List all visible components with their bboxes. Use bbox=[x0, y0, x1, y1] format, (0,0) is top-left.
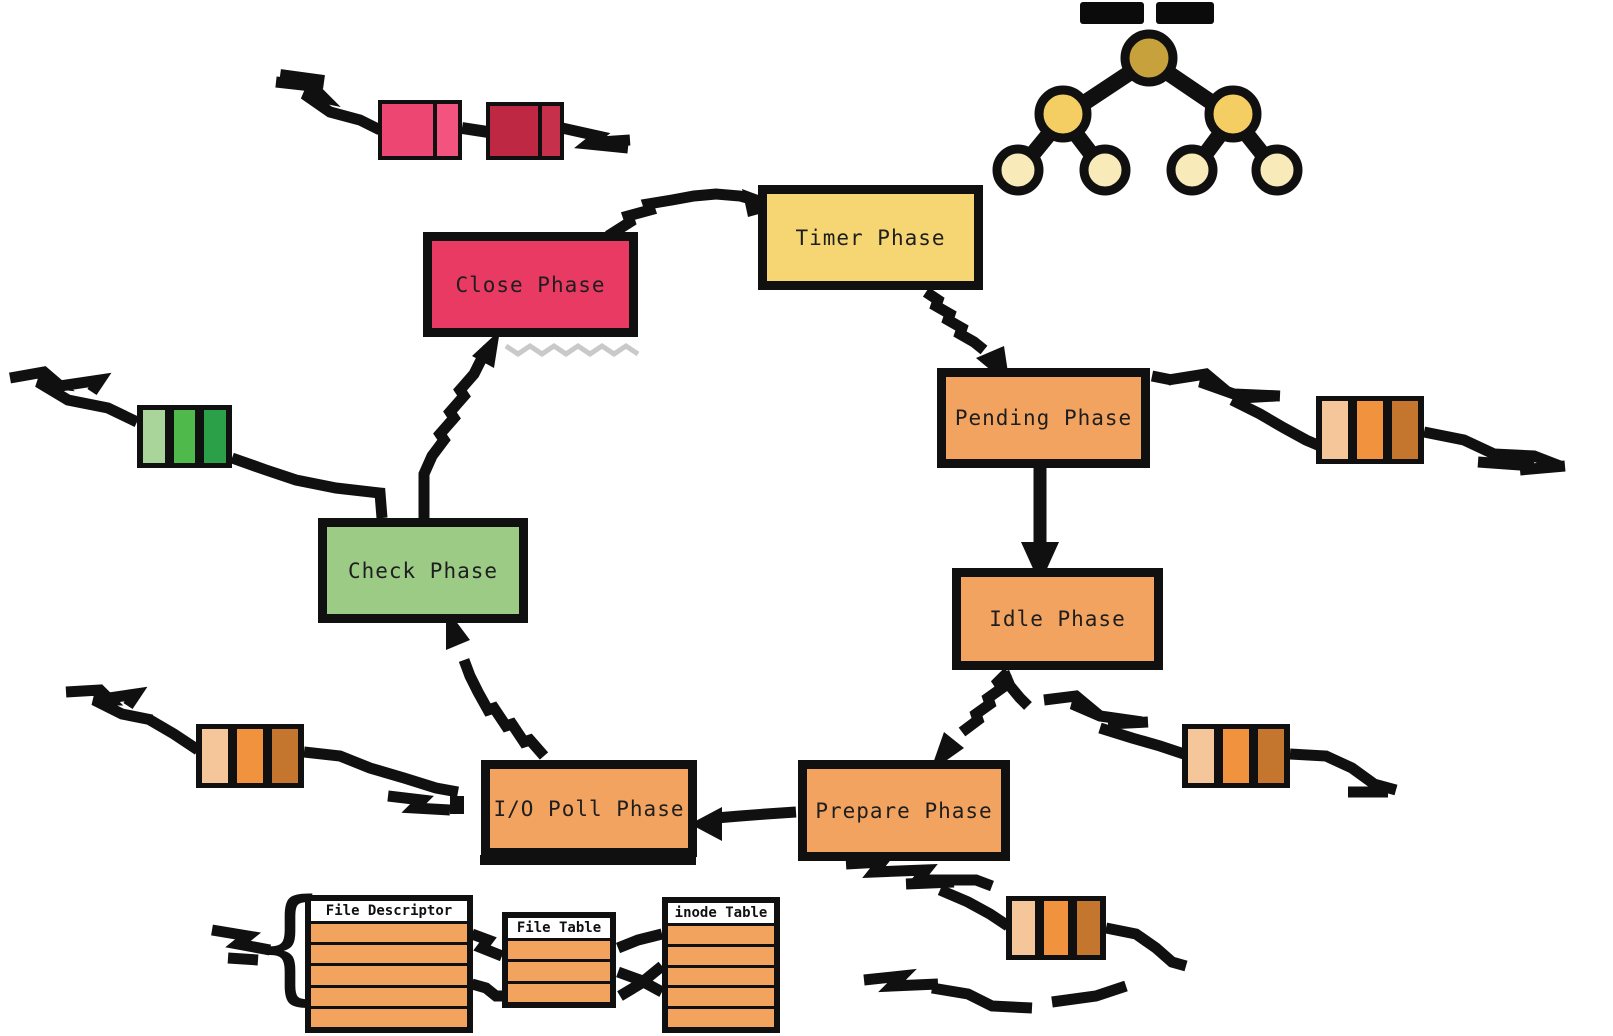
queue-cell bbox=[1188, 729, 1214, 783]
faint-scribble-under-close bbox=[504, 342, 640, 358]
queue-cell bbox=[436, 104, 458, 156]
queue-cell bbox=[541, 106, 560, 156]
phase-label-close: Close Phase bbox=[455, 272, 606, 297]
table-row bbox=[311, 966, 467, 985]
arrow-prepare-to-io-poll bbox=[690, 806, 797, 841]
table-row bbox=[668, 926, 774, 944]
queue-cell bbox=[1258, 729, 1284, 783]
table-row bbox=[668, 967, 774, 986]
table-row bbox=[668, 988, 774, 1007]
close-queue-node-1 bbox=[378, 100, 462, 160]
queue-cell bbox=[204, 410, 227, 463]
heap-node bbox=[1034, 85, 1092, 143]
table-row bbox=[508, 983, 610, 1002]
arrow-io-poll-to-check bbox=[446, 608, 549, 760]
io-poll-queue bbox=[196, 724, 304, 788]
table-row bbox=[508, 962, 610, 981]
heap-node-root bbox=[1120, 29, 1178, 87]
table-row bbox=[311, 987, 467, 1006]
phase-box-prepare: Prepare Phase bbox=[798, 760, 1010, 861]
table-title: File Table bbox=[508, 918, 610, 938]
phase-box-timer: Timer Phase bbox=[758, 185, 983, 290]
table-row bbox=[311, 924, 467, 943]
queue-cell bbox=[1322, 401, 1348, 459]
idle-queue bbox=[1182, 724, 1290, 788]
queue-cell bbox=[237, 729, 263, 783]
queue-cell bbox=[202, 729, 228, 783]
queue-cell bbox=[143, 410, 165, 463]
timer-heap bbox=[992, 2, 1303, 196]
queue-cell bbox=[173, 410, 196, 463]
heap-node bbox=[992, 144, 1044, 196]
phase-label-idle: Idle Phase bbox=[989, 607, 1126, 631]
pending-queue bbox=[1316, 396, 1424, 464]
table-row bbox=[311, 1008, 467, 1028]
check-queue bbox=[137, 405, 232, 468]
table-title: File Descriptor bbox=[311, 901, 467, 921]
arrow-check-to-close bbox=[418, 330, 500, 518]
phase-label-timer: Timer Phase bbox=[795, 225, 946, 250]
table-file-descriptor: File Descriptor bbox=[305, 895, 473, 1033]
phase-box-idle: Idle Phase bbox=[952, 568, 1163, 670]
phase-box-io-poll: I/O Poll Phase bbox=[481, 760, 697, 857]
close-queue-node-2 bbox=[486, 102, 564, 160]
prepare-queue bbox=[1006, 896, 1106, 960]
heap-node bbox=[1079, 144, 1131, 196]
queue-cell bbox=[1392, 401, 1418, 459]
table-file-table: File Table bbox=[502, 912, 616, 1008]
queue-cell bbox=[272, 729, 298, 783]
phase-label-io-poll: I/O Poll Phase bbox=[493, 796, 685, 821]
heap-node bbox=[1166, 144, 1218, 196]
heap-node bbox=[1204, 85, 1262, 143]
arrow-idle-to-prepare bbox=[930, 668, 1012, 772]
phase-label-check: Check Phase bbox=[347, 558, 499, 583]
heap-node bbox=[1251, 144, 1303, 196]
heap-edges bbox=[1011, 53, 1284, 178]
table-row bbox=[668, 946, 774, 965]
heap-label-scribble bbox=[1080, 2, 1214, 24]
phase-box-check: Check Phase bbox=[318, 518, 528, 623]
phase-label-pending: Pending Phase bbox=[954, 406, 1133, 430]
phase-label-prepare: Prepare Phase bbox=[815, 798, 993, 823]
arrow-pending-to-idle bbox=[1021, 468, 1059, 584]
phase-box-close: Close Phase bbox=[423, 232, 638, 337]
queue-cell bbox=[1076, 901, 1100, 955]
queue-cell bbox=[1223, 729, 1249, 783]
table-inode-table: inode Table bbox=[662, 897, 780, 1033]
queue-cell bbox=[1044, 901, 1068, 955]
table-row bbox=[311, 945, 467, 964]
queue-cell bbox=[382, 104, 433, 156]
table-row bbox=[508, 941, 610, 960]
table-title: inode Table bbox=[668, 903, 774, 923]
queue-cell bbox=[490, 106, 538, 156]
phase-box-pending: Pending Phase bbox=[937, 368, 1150, 468]
table-row bbox=[668, 1009, 774, 1027]
queue-cell bbox=[1012, 901, 1036, 955]
queue-cell bbox=[1357, 401, 1383, 459]
